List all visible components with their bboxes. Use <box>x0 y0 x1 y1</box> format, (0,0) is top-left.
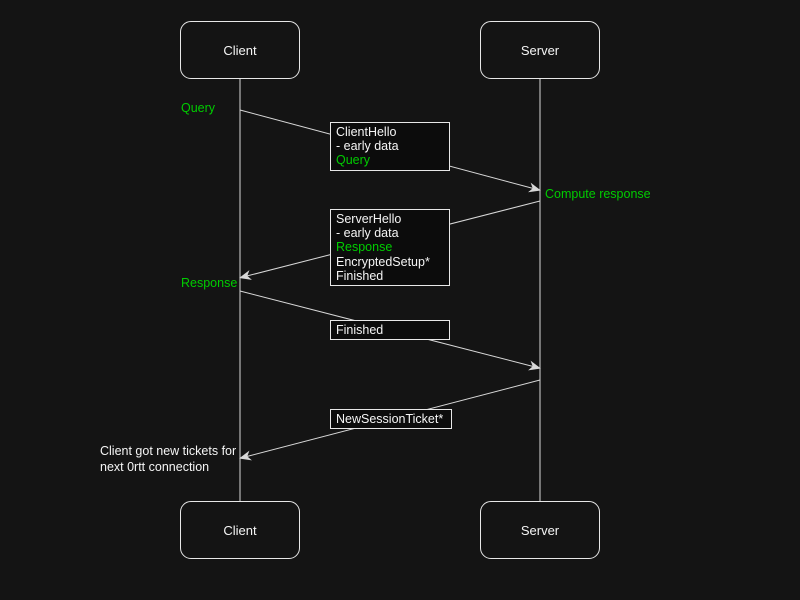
message-line: - early data <box>336 226 399 241</box>
actor-server-top: Server <box>480 21 600 79</box>
message-finished: Finished <box>330 320 450 341</box>
actor-client-top: Client <box>180 21 300 79</box>
annotation-response: Response <box>181 276 238 290</box>
message-line: Finished <box>336 268 384 283</box>
message-server-hello: ServerHello - early data Response Encryp… <box>330 209 450 287</box>
message-new-session-ticket: NewSessionTicket* <box>330 409 452 430</box>
actor-server-bottom: Server <box>480 501 600 559</box>
note-line: Client got new tickets for <box>100 444 237 458</box>
note-line: next 0rtt connection <box>100 460 210 474</box>
message-line: ServerHello <box>336 212 402 226</box>
message-line: Response <box>336 240 393 255</box>
actor-client-bottom-label: Client <box>223 522 257 538</box>
actor-client-top-label: Client <box>223 42 257 58</box>
actor-client-bottom: Client <box>180 501 300 559</box>
annotation-compute-response: Compute response <box>545 187 651 201</box>
message-line: - early data <box>336 139 399 154</box>
message-client-hello: ClientHello - early data Query <box>330 122 450 171</box>
message-line: EncryptedSetup* <box>336 254 430 269</box>
message-line: Query <box>336 153 371 168</box>
annotation-query: Query <box>181 101 216 115</box>
note-new-tickets: Client got new tickets for next 0rtt con… <box>100 443 236 475</box>
message-line: NewSessionTicket* <box>336 412 444 426</box>
message-line: Finished <box>336 323 384 337</box>
message-line: ClientHello <box>336 125 397 139</box>
actor-server-bottom-label: Server <box>520 522 560 538</box>
actor-server-top-label: Server <box>520 42 560 58</box>
